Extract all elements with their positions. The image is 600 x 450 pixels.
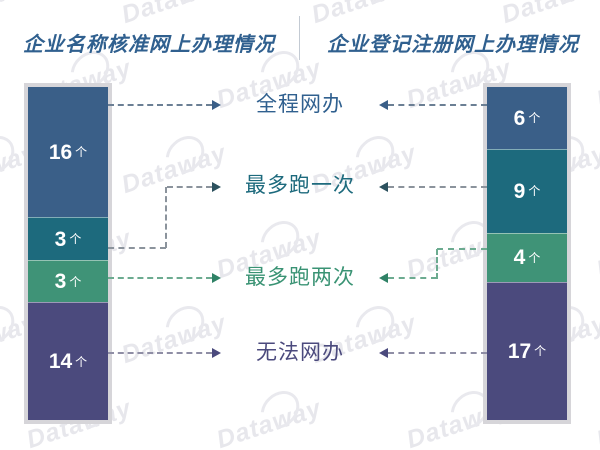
unit-label: 个 — [69, 232, 82, 247]
unit-label: 个 — [528, 111, 541, 125]
category-label-liangci: 最多跑两次 — [245, 266, 355, 289]
connector-line — [108, 247, 166, 249]
arrow-right-icon — [212, 100, 221, 110]
connector-line — [436, 249, 438, 279]
arrow-left-icon — [379, 348, 388, 358]
left-chart-title: 企业名称核准网上办理情况 — [23, 34, 275, 56]
arrow-left-icon — [379, 100, 388, 110]
right-chart-title: 企业登记注册网上办理情况 — [327, 34, 579, 56]
connector-line — [388, 104, 487, 106]
arrow-right-icon — [212, 182, 221, 192]
arrow-right-icon — [212, 273, 221, 283]
connector-line — [108, 104, 212, 106]
connector-line — [108, 352, 212, 354]
unit-label: 个 — [534, 344, 547, 359]
connector-line — [167, 186, 212, 188]
unit-label: 个 — [69, 274, 82, 289]
connector-line — [388, 186, 487, 188]
connector-line — [388, 352, 487, 354]
unit-label: 个 — [75, 145, 88, 160]
connector-line — [108, 277, 212, 279]
unit-label: 个 — [528, 184, 541, 199]
category-label-quancheng: 全程网办 — [256, 93, 344, 116]
connector-line — [388, 277, 437, 279]
category-label-yici: 最多跑一次 — [245, 174, 355, 197]
title-divider — [299, 16, 300, 60]
category-label-wufa: 无法网办 — [256, 341, 344, 364]
arrow-right-icon — [212, 348, 221, 358]
arrow-left-icon — [379, 182, 388, 192]
arrow-left-icon — [379, 273, 388, 283]
unit-label: 个 — [75, 354, 88, 369]
unit-label: 个 — [528, 250, 541, 265]
connector-line — [437, 248, 487, 250]
connector-line — [165, 187, 167, 248]
